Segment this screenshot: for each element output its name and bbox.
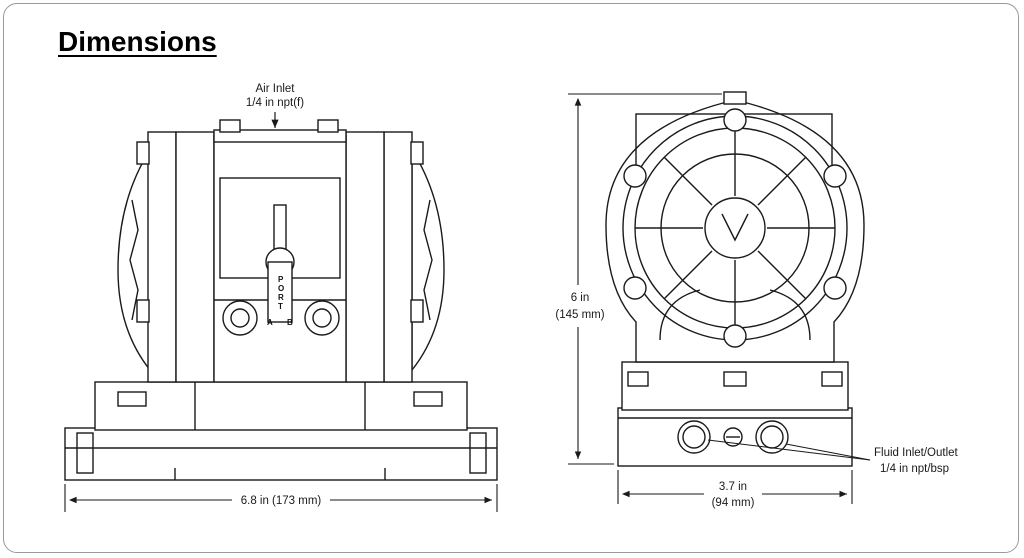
air-inlet-label: Air Inlet (256, 83, 296, 95)
port-letter: T (278, 302, 283, 311)
side-view-pump (64, 119, 498, 481)
front-width-label: 3.7 in (719, 481, 747, 493)
height-dimension (568, 93, 722, 465)
port-letter: O (278, 284, 284, 293)
side-width-label: 6.8 in (173 mm) (241, 495, 322, 507)
port-letter: R (278, 293, 284, 302)
port-letter: P (278, 275, 284, 284)
port-b-label: B (287, 318, 293, 327)
front-width-dimension (617, 470, 853, 504)
front-width-label-mm: (94 mm) (712, 497, 755, 509)
fluid-leaders (707, 439, 871, 461)
side-width-dimension (64, 484, 498, 512)
height-label-mm: (145 mm) (555, 309, 604, 321)
height-label: 6 in (571, 292, 590, 304)
fluid-inlet-label: Fluid Inlet/Outlet (874, 447, 959, 459)
air-inlet-size: 1/4 in npt(f) (246, 97, 304, 109)
front-view-pump (605, 91, 865, 467)
port-a-label: A (267, 318, 273, 327)
fluid-inlet-size: 1/4 in npt/bsp (880, 463, 949, 475)
page-title: Dimensions (58, 26, 217, 57)
port-label-group: P O R T A B (267, 275, 293, 327)
